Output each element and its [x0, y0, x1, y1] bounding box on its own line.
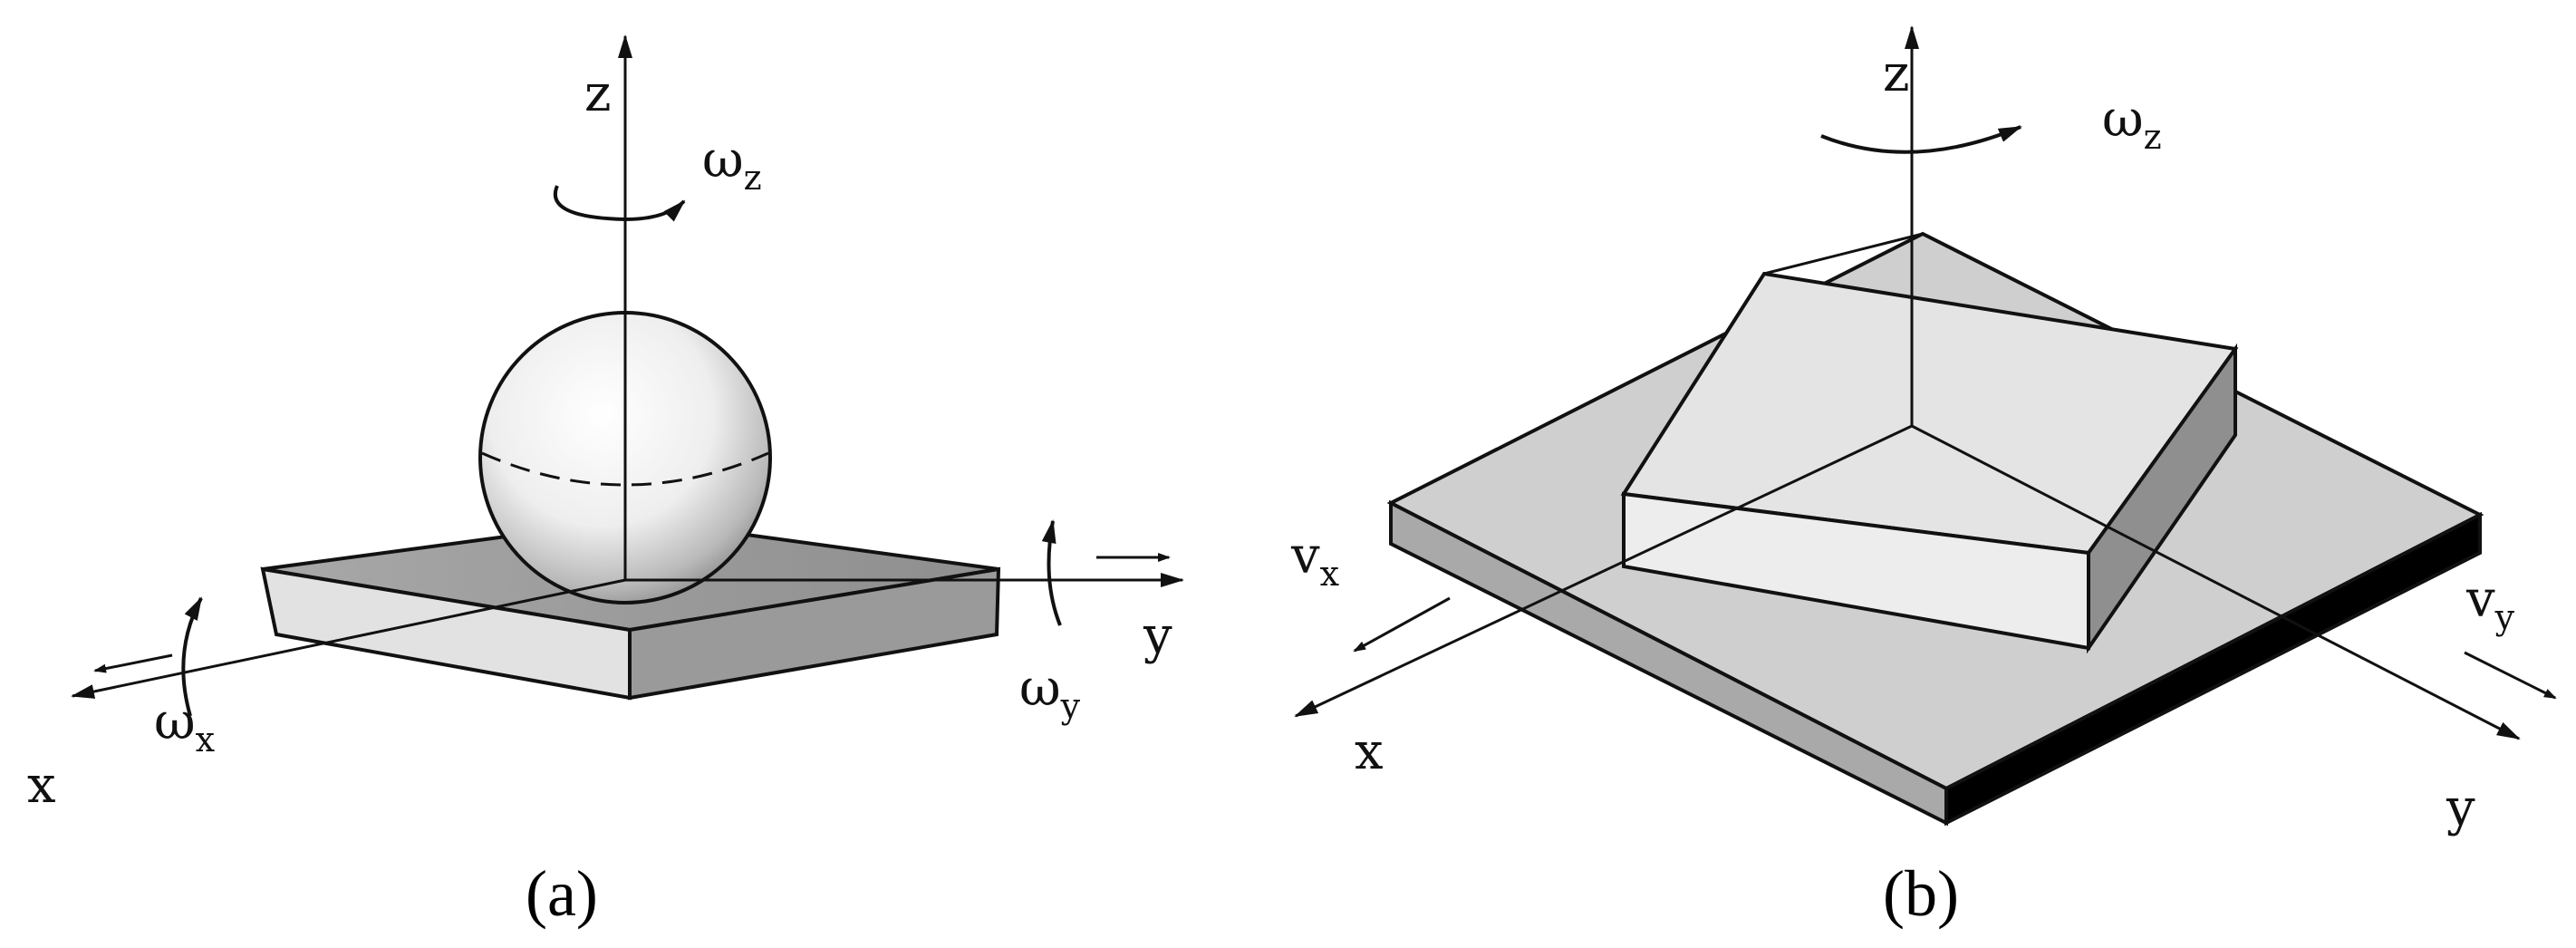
y-label-a: y: [1143, 606, 1172, 665]
panel-a: z ωz y ωy ωx x (a): [27, 34, 1184, 930]
y-axis-b: [1911, 424, 2521, 740]
omega-x-rotation-arrow-a: [181, 596, 203, 717]
caption-a: (a): [526, 857, 598, 930]
x-axis-a: [71, 578, 626, 699]
x-translation-arrow-a: [93, 653, 173, 673]
y-label-b: y: [2446, 779, 2475, 837]
sphere-equator: [481, 451, 769, 487]
panel-b: z ωz vx vy x y (b): [1290, 25, 2557, 930]
base-plate-front-right: [1944, 511, 2482, 827]
omega-z-rotation-arrow-b: [1820, 125, 2022, 154]
omega-y-rotation-arrow-a: [1041, 519, 1062, 626]
vy-label: vy: [2465, 570, 2515, 637]
rotated-block: [1620, 271, 2239, 654]
plate-edge-through-block: [1763, 232, 1924, 276]
vx-velocity-arrow: [1353, 596, 1451, 653]
omega-z-rotation-arrow-a: [554, 185, 686, 222]
omega-z-label-b: ωz: [2102, 90, 2162, 157]
x-label-a: x: [27, 756, 56, 815]
z-label-a: z: [584, 64, 612, 123]
plate-a-front-right: [628, 566, 1001, 701]
x-axis-b: [1294, 424, 1913, 718]
z-label-b: z: [1883, 44, 1910, 103]
vx-label: vx: [1290, 527, 1339, 594]
omega-z-label-a: ωz: [702, 131, 762, 198]
caption-b: (b): [1883, 857, 1959, 930]
x-label-b: x: [1355, 722, 1384, 781]
block-front-right: [2087, 343, 2237, 654]
omega-x-label-a: ωx: [154, 692, 215, 759]
vy-velocity-arrow: [2464, 651, 2557, 700]
omega-y-label-a: ωy: [1019, 659, 1081, 726]
